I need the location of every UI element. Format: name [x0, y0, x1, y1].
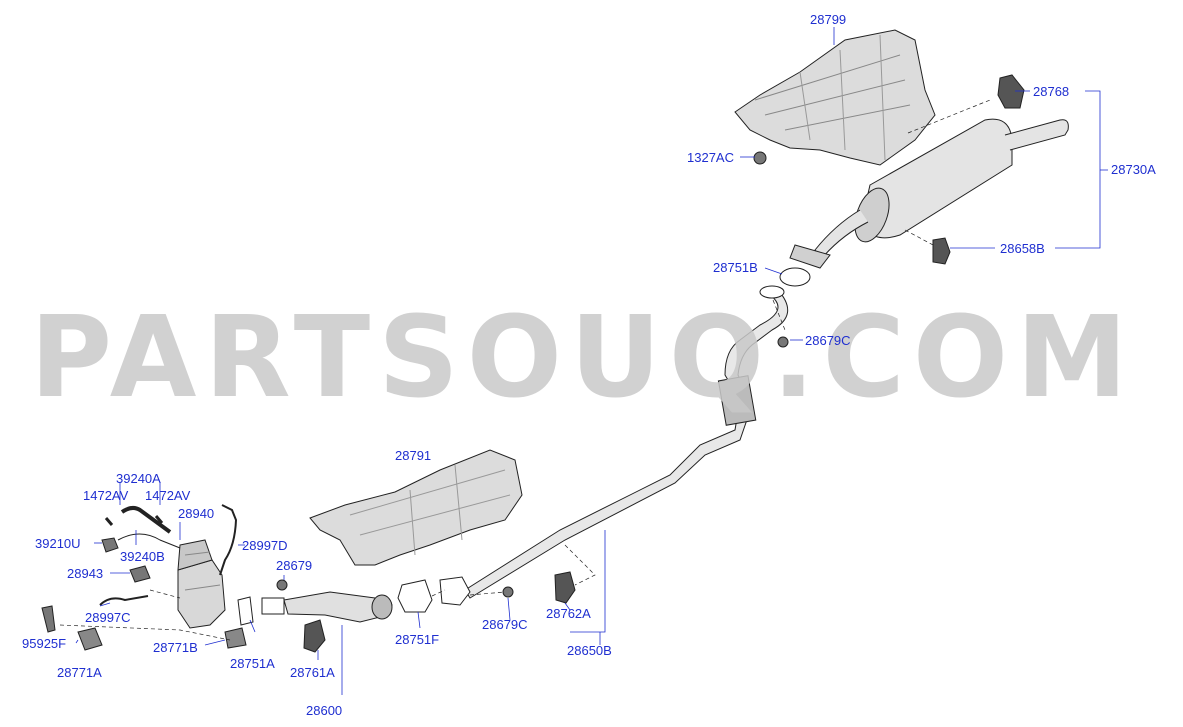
bracket-28771A[interactable]	[77, 627, 103, 651]
part-label-28658B[interactable]: 28658B	[1000, 241, 1045, 256]
nut-1327AC[interactable]	[753, 151, 767, 165]
gasket-28751F[interactable]	[397, 579, 433, 613]
hanger-28762A[interactable]	[554, 571, 576, 604]
catalytic-converter-28940[interactable]	[177, 539, 226, 629]
gasket-28751B[interactable]	[779, 267, 811, 287]
bolt-95925F[interactable]	[41, 605, 56, 633]
center-pipe-28650B[interactable]	[464, 285, 788, 599]
part-label-28762A[interactable]: 28762A	[546, 606, 591, 621]
leader-lines	[75, 27, 1108, 695]
part-label-28943[interactable]: 28943	[67, 566, 104, 581]
sensor-39210U[interactable]	[101, 537, 119, 553]
part-label-28791[interactable]: 28791	[395, 448, 432, 463]
bracket-28943[interactable]	[129, 565, 151, 583]
sensor-wire-28997C[interactable]	[99, 595, 149, 606]
part-label-28799[interactable]: 28799	[810, 12, 847, 27]
part-label-1472AV-right[interactable]: 1472AV	[145, 488, 191, 503]
flange	[439, 576, 471, 606]
part-label-28751B[interactable]: 28751B	[713, 260, 758, 275]
part-label-28768[interactable]: 28768	[1033, 84, 1070, 99]
clip-1472AV-right[interactable]	[154, 515, 164, 524]
part-label-39240B[interactable]: 39240B	[120, 549, 165, 564]
nut-28679C-top[interactable]	[777, 336, 789, 348]
part-label-28679C-bottom[interactable]: 28679C	[482, 617, 528, 632]
part-label-28600[interactable]: 28600	[306, 703, 343, 718]
hanger-28658B[interactable]	[932, 237, 951, 265]
hose-39240B[interactable]	[117, 533, 181, 549]
part-label-28751F[interactable]: 28751F	[395, 632, 440, 647]
part-label-28751A[interactable]: 28751A	[230, 656, 275, 671]
part-label-28650B[interactable]: 28650B	[567, 643, 612, 658]
part-label-28997D[interactable]: 28997D	[242, 538, 288, 553]
part-label-39240A[interactable]: 39240A	[116, 471, 161, 486]
hose-39240A[interactable]	[120, 505, 172, 534]
nut-28679[interactable]	[276, 579, 288, 591]
hanger-28761A[interactable]	[303, 619, 326, 653]
muffler-28730A[interactable]	[789, 118, 1069, 269]
dashed-guides	[59, 99, 991, 641]
part-label-95925F[interactable]: 95925F	[22, 636, 67, 651]
part-label-28771B[interactable]: 28771B	[153, 640, 198, 655]
heat-shield-28799[interactable]	[734, 29, 936, 166]
clip-1472AV-left[interactable]	[104, 517, 114, 526]
gasket-28751A[interactable]	[237, 596, 254, 626]
part-label-39210U[interactable]: 39210U	[35, 536, 81, 551]
nut-28679C-bottom[interactable]	[502, 586, 514, 598]
sensor-wire-28997D[interactable]	[219, 504, 238, 576]
part-label-28771A[interactable]: 28771A	[57, 665, 102, 680]
part-label-28940[interactable]: 28940	[178, 506, 215, 521]
hanger-28768[interactable]	[997, 74, 1025, 109]
part-label-28730A[interactable]: 28730A	[1111, 162, 1156, 177]
part-label-1327AC[interactable]: 1327AC	[687, 150, 734, 165]
bracket-28771B[interactable]	[224, 627, 247, 649]
part-label-28679[interactable]: 28679	[276, 558, 313, 573]
front-pipe-28600[interactable]	[261, 591, 393, 623]
part-label-28761A[interactable]: 28761A	[290, 665, 335, 680]
part-label-28997C[interactable]: 28997C	[85, 610, 131, 625]
part-label-1472AV-left[interactable]: 1472AV	[83, 488, 129, 503]
heat-shield-28791[interactable]	[309, 449, 523, 566]
part-label-28679C-top[interactable]: 28679C	[805, 333, 851, 348]
